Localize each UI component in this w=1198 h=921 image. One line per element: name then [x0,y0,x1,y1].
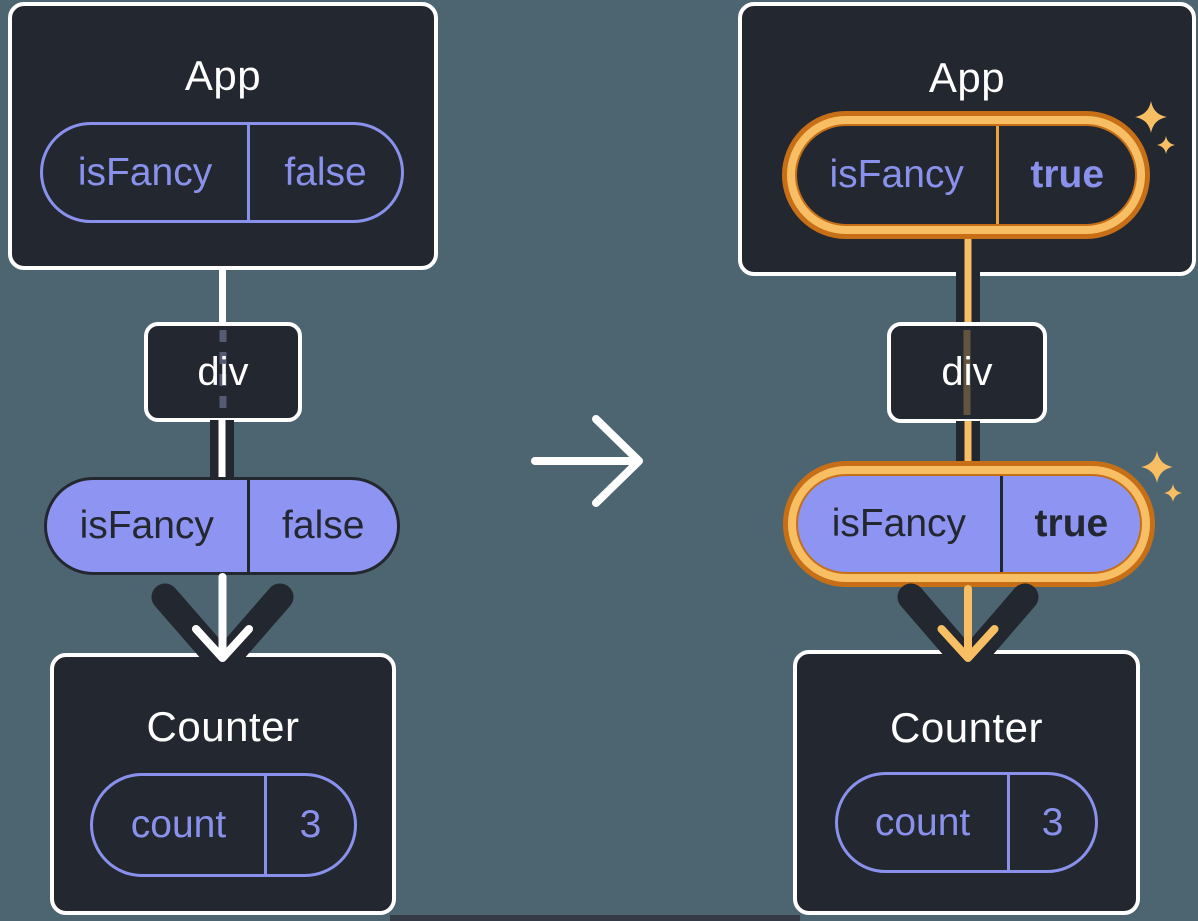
right-edge-app-div [956,238,980,324]
prop-name: isFancy [79,504,214,547]
right-div-title: div [941,350,993,394]
bottom-crop-strip [390,915,800,921]
left-counter-state-pill: count 3 [90,773,357,877]
state-value: 3 [1007,775,1095,870]
right-passed-prop-pill-highlight: isFancy true [783,461,1155,587]
arrow-down-icon [151,573,294,677]
left-app-state-pill: isFancy false [40,122,404,223]
state-name: count [874,800,971,844]
state-value: 3 [263,776,354,874]
right-counter-state-pill: count 3 [835,772,1098,873]
right-edge-core [964,238,972,324]
state-name: isFancy [77,150,213,194]
right-app-state-pill-highlight: isFancy true [782,111,1150,239]
right-edge-behind-div [963,330,971,415]
left-edge-core [218,420,226,480]
left-edge-app-div [219,268,226,324]
left-passed-prop-pill: isFancy false [44,477,400,575]
state-value: true [996,126,1135,224]
prop-value: false [246,480,398,572]
state-value: false [247,125,401,220]
left-counter-title: Counter [146,703,300,750]
right-counter-title: Counter [890,704,1043,751]
right-div-node: div [887,322,1047,423]
sparkle-icon [1141,451,1173,483]
left-div-title: div [197,349,249,394]
prop-name: isFancy [831,502,967,545]
sparkle-icon [1135,101,1167,133]
state-name: count [130,803,227,846]
right-passed-prop-pill: isFancy true [796,474,1142,574]
left-div-node: div [144,322,302,422]
left-edge-behind-div [219,330,227,414]
right-app-title: App [928,54,1006,101]
arrow-right-icon [531,415,643,507]
prop-value: true [999,476,1140,572]
left-edge-div-pill [210,420,234,480]
right-edge-core [964,421,972,469]
sparkle-icon [1157,136,1175,154]
left-app-title: App [184,52,262,99]
right-app-state-pill: isFancy true [795,124,1137,226]
arrow-down-icon [897,583,1039,677]
sparkle-icon [1164,484,1182,502]
state-name: isFancy [829,153,964,196]
